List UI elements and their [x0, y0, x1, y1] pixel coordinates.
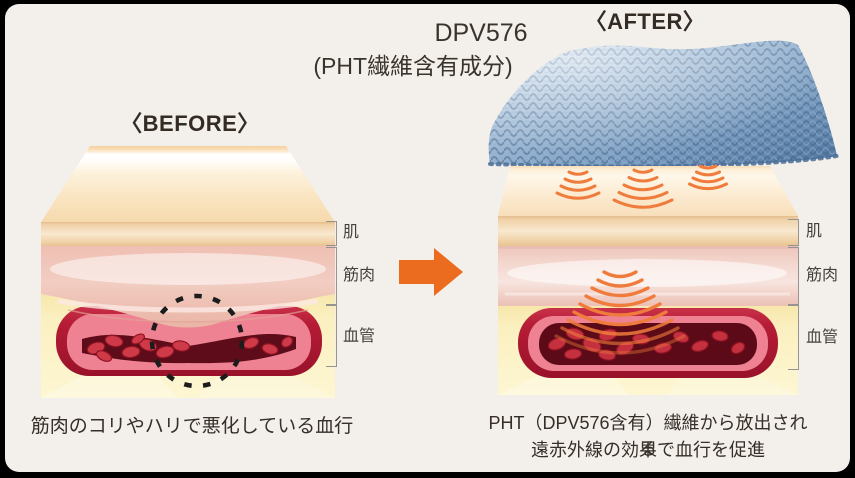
muscle-layer-bulging — [41, 246, 335, 328]
compression-circle — [149, 293, 245, 389]
infrared-waves-surface — [555, 164, 728, 209]
after-caption-line1: PHT（DPV576含有）繊維から放出される — [488, 413, 808, 459]
before-caption: 筋肉のコリやハリで悪化している血行 — [30, 416, 354, 437]
before-muscle-label: 筋肉 — [343, 267, 376, 284]
after-muscle-bracket — [788, 247, 799, 305]
skin-layer — [41, 146, 335, 246]
after-muscle-layer — [498, 246, 798, 306]
before-skin-bracket — [326, 221, 337, 246]
after-skin-bracket — [788, 219, 799, 246]
after-skin-label: 肌 — [806, 223, 823, 240]
before-label: 〈BEFORE〉 — [120, 111, 260, 136]
after-label: 〈AFTER〉 — [584, 9, 706, 34]
before-illustration — [41, 146, 335, 398]
after-vessel-bracket — [788, 305, 799, 370]
after-illustration — [498, 164, 798, 395]
before-vessel-bracket — [326, 305, 337, 367]
fabric-mesh — [488, 40, 839, 169]
infrared-waves-muscle — [554, 270, 686, 355]
arrow-right-icon — [399, 248, 463, 296]
product-name: DPV576 — [434, 19, 528, 47]
before-skin-label: 肌 — [343, 224, 360, 241]
after-caption-line2: 遠赤外線の効果で血行を促進 — [531, 440, 765, 460]
before-vessel-label: 血管 — [343, 328, 376, 345]
after-vessel-label: 血管 — [806, 329, 839, 346]
before-muscle-bracket — [326, 247, 337, 305]
after-muscle-label: 筋肉 — [806, 267, 839, 284]
product-component: (PHT繊維含有成分) — [313, 53, 513, 79]
after-skin-layer — [498, 166, 798, 246]
blood-cells — [86, 333, 294, 362]
